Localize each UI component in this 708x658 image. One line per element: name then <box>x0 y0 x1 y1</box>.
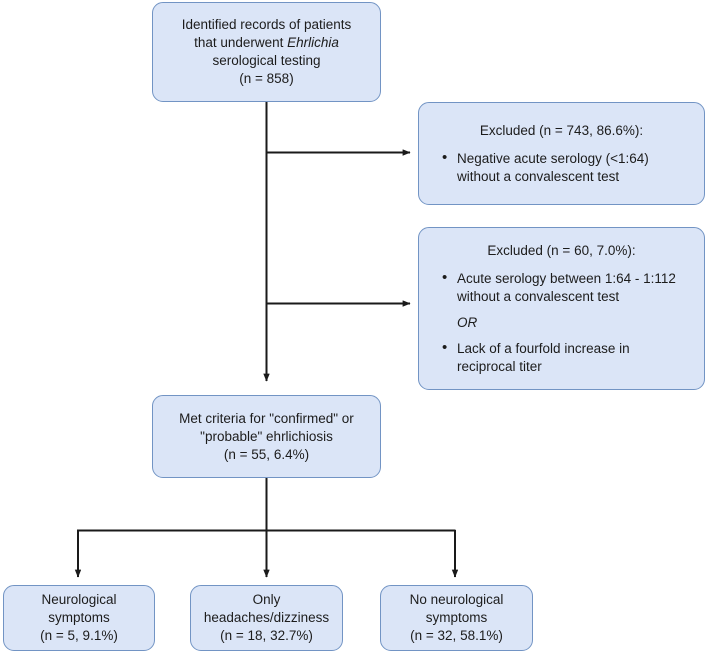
node-excluded-negative-serology[interactable]: Excluded (n = 743, 86.6%): Negative acut… <box>418 102 705 205</box>
only-headaches-line-2: headaches/dizziness <box>203 610 330 625</box>
identified-records-line-3: serological testing <box>212 53 321 68</box>
node-only-headaches-dizziness[interactable]: Only headaches/dizziness (n = 18, 32.7%) <box>190 585 343 651</box>
no-neurological-line-1: No neurological <box>409 592 504 607</box>
identified-records-line-1: Identified records of patients <box>181 17 352 32</box>
met-criteria-line-1: Met criteria for "confirmed" or <box>179 410 354 426</box>
node-met-criteria-ehrlichiosis[interactable]: Met criteria for "confirmed" or "probabl… <box>152 395 381 478</box>
identified-records-line-2-prefix: that underwent <box>194 35 288 50</box>
identified-records-organism-name: Ehrlichia <box>287 35 339 50</box>
node-identified-records[interactable]: Identified records of patients that unde… <box>152 2 381 102</box>
excluded-1-list: Negative acute serology (<1:64) without … <box>419 149 704 186</box>
no-neurological-count: (n = 32, 58.1%) <box>410 628 503 643</box>
excluded-2-title: Excluded (n = 60, 7.0%): <box>487 242 636 258</box>
met-criteria-count: (n = 55, 6.4%) <box>223 446 310 462</box>
node-excluded-indeterminate-serology[interactable]: Excluded (n = 60, 7.0%): Acute serology … <box>418 227 705 390</box>
excluded-2-item-2: Lack of a fourfold increase in reciproca… <box>442 339 688 376</box>
no-neurological-line-2: symptoms <box>425 610 488 625</box>
neurological-symptoms-line-1: Neurological <box>41 592 117 607</box>
excluded-2-list: Acute serology between 1:64 - 1:112 with… <box>419 269 704 376</box>
neurological-symptoms-line-2: symptoms <box>48 610 110 625</box>
neurological-symptoms-count: (n = 5, 9.1%) <box>40 628 118 643</box>
excluded-2-item-1: Acute serology between 1:64 - 1:112 with… <box>442 269 688 306</box>
node-neurological-symptoms[interactable]: Neurological symptoms (n = 5, 9.1%) <box>3 585 155 651</box>
only-headaches-count: (n = 18, 32.7%) <box>220 628 313 643</box>
excluded-2-item-or: OR <box>457 314 478 330</box>
excluded-1-item-1: Negative acute serology (<1:64) without … <box>442 149 688 186</box>
met-criteria-line-2: "probable" ehrlichiosis <box>200 428 333 444</box>
excluded-1-title: Excluded (n = 743, 86.6%): <box>479 122 644 138</box>
identified-records-count: (n = 858) <box>239 71 294 86</box>
identified-records-line-2: that underwent Ehrlichia <box>194 34 339 52</box>
only-headaches-line-1: Only <box>252 592 281 607</box>
node-no-neurological-symptoms[interactable]: No neurological symptoms (n = 32, 58.1%) <box>380 585 533 651</box>
